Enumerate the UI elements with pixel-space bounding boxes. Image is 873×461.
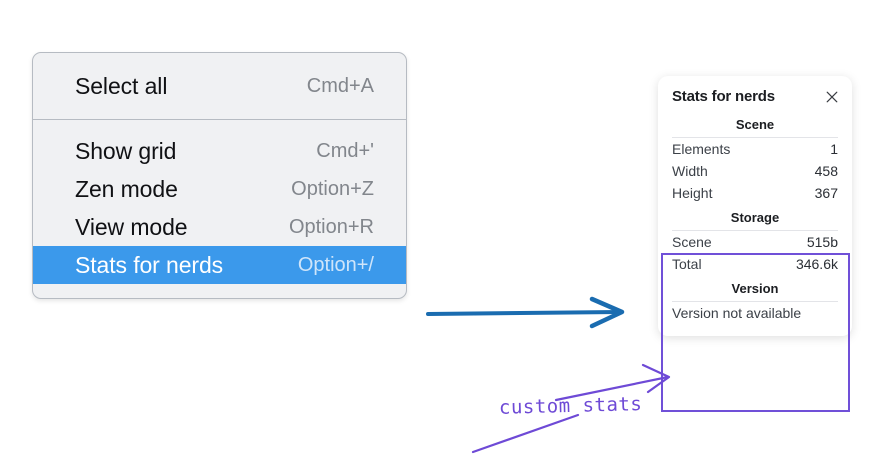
stat-value: 458 bbox=[814, 163, 838, 179]
stat-label: Elements bbox=[672, 141, 731, 157]
stat-value: 515b bbox=[806, 234, 838, 250]
stat-row: Scene 515b bbox=[672, 231, 838, 253]
stat-label: Height bbox=[672, 185, 713, 201]
menu-group-bottom: Show grid Cmd+' Zen mode Option+Z View m… bbox=[33, 120, 406, 298]
stats-panel-title: Stats for nerds bbox=[672, 88, 775, 105]
menu-item-stats-for-nerds[interactable]: Stats for nerds Option+/ bbox=[33, 246, 406, 284]
stat-label: Scene bbox=[672, 234, 712, 250]
stat-row: Height 367 bbox=[672, 182, 838, 204]
menu-item-label: Select all bbox=[75, 72, 168, 99]
stat-row: Elements 1 bbox=[672, 138, 838, 160]
purple-underline-stroke bbox=[471, 413, 580, 454]
menu-item-label: Zen mode bbox=[75, 175, 178, 202]
menu-item-shortcut: Option+R bbox=[288, 215, 374, 238]
menu-group-top: Select all Cmd+A bbox=[33, 53, 406, 119]
menu-item-shortcut: Option+Z bbox=[291, 177, 374, 200]
handwritten-note-custom-stats: custom stats bbox=[498, 393, 643, 419]
stat-row: Total 346.6k bbox=[672, 253, 838, 275]
stat-label: Version not available bbox=[672, 305, 802, 321]
context-menu[interactable]: Select all Cmd+A Show grid Cmd+' Zen mod… bbox=[32, 52, 407, 299]
menu-item-label: Show grid bbox=[75, 137, 177, 164]
blue-arrow bbox=[426, 296, 625, 329]
menu-divider bbox=[33, 119, 406, 120]
close-icon[interactable] bbox=[824, 89, 840, 105]
stat-row: Width 458 bbox=[672, 160, 838, 182]
menu-item-view-mode[interactable]: View mode Option+R bbox=[33, 208, 406, 246]
stats-panel-header: Stats for nerds bbox=[658, 86, 852, 111]
menu-item-shortcut: Cmd+A bbox=[306, 74, 374, 97]
menu-item-label: View mode bbox=[75, 213, 188, 240]
menu-item-shortcut: Option+/ bbox=[297, 253, 374, 276]
menu-item-label: Stats for nerds bbox=[75, 251, 224, 278]
stat-row: Version not available bbox=[672, 302, 838, 324]
stat-value: 1 bbox=[830, 141, 838, 157]
section-heading-version: Version bbox=[672, 275, 838, 302]
menu-item-zen-mode[interactable]: Zen mode Option+Z bbox=[33, 170, 406, 208]
stat-value: 346.6k bbox=[795, 256, 838, 272]
stat-label: Width bbox=[672, 163, 708, 179]
stats-for-nerds-panel: Stats for nerds Scene Elements 1 Width 4… bbox=[658, 76, 852, 336]
section-heading-scene: Scene bbox=[672, 111, 838, 138]
stats-panel-body: Scene Elements 1 Width 458 Height 367 St… bbox=[658, 111, 852, 324]
stat-value: 367 bbox=[814, 185, 838, 201]
stat-label: Total bbox=[672, 256, 702, 272]
menu-item-shortcut: Cmd+' bbox=[316, 139, 374, 162]
menu-item-show-grid[interactable]: Show grid Cmd+' bbox=[33, 132, 406, 170]
menu-item-select-all[interactable]: Select all Cmd+A bbox=[33, 67, 406, 105]
section-heading-storage: Storage bbox=[672, 204, 838, 231]
